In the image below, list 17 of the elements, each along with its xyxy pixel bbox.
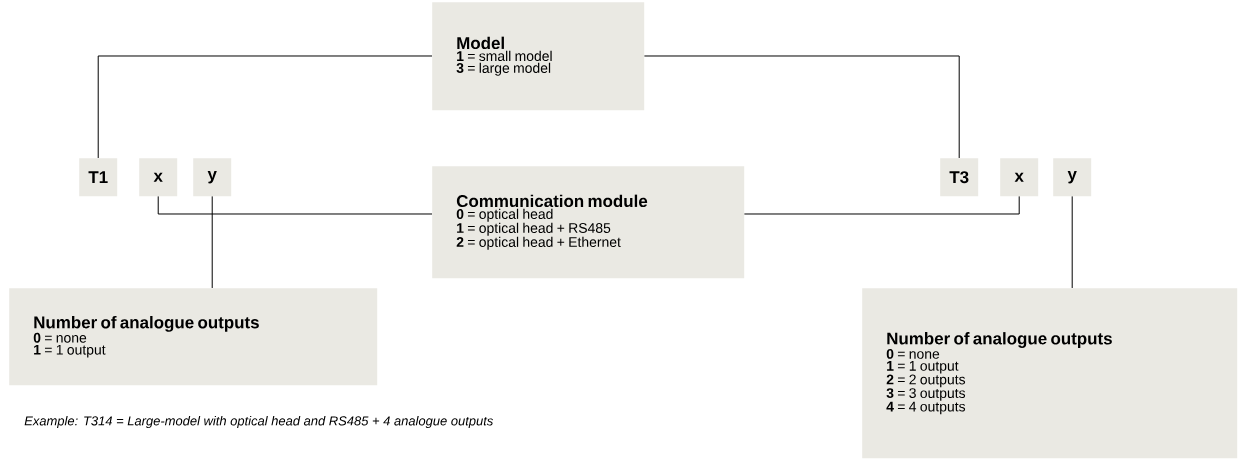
legend-box: Number of analogue outputs 0 = none 1 = 1 output xyxy=(9,288,378,386)
code-box: x xyxy=(1000,158,1039,197)
legend-box: Model 1 = small model 3 = large model xyxy=(432,2,645,111)
connector-line xyxy=(157,195,433,215)
legend-box: Communication module 0 = optical head 1 = optical head + RS485 2 = optical head + Ethernet xyxy=(432,166,745,279)
connector-line xyxy=(97,55,433,159)
connector-line xyxy=(211,195,213,289)
connector-line xyxy=(643,55,960,159)
code-box: T3 xyxy=(940,158,979,197)
code-box: T1 xyxy=(79,158,118,197)
code-box: y xyxy=(193,158,232,197)
code-box: x xyxy=(139,158,178,197)
legend-box: Number of analogue outputs 0 = none 1 = 1 output 2 = 2 outputs 3 = 3 outputs 4 = 4 outputs xyxy=(862,288,1238,459)
code-box: y xyxy=(1053,158,1092,197)
connector-line xyxy=(743,195,1020,215)
example-note: Example: T314 = Large-model with optical head and RS485 + 4 analogue outputs xyxy=(24,415,494,429)
connector-line xyxy=(1071,195,1073,289)
